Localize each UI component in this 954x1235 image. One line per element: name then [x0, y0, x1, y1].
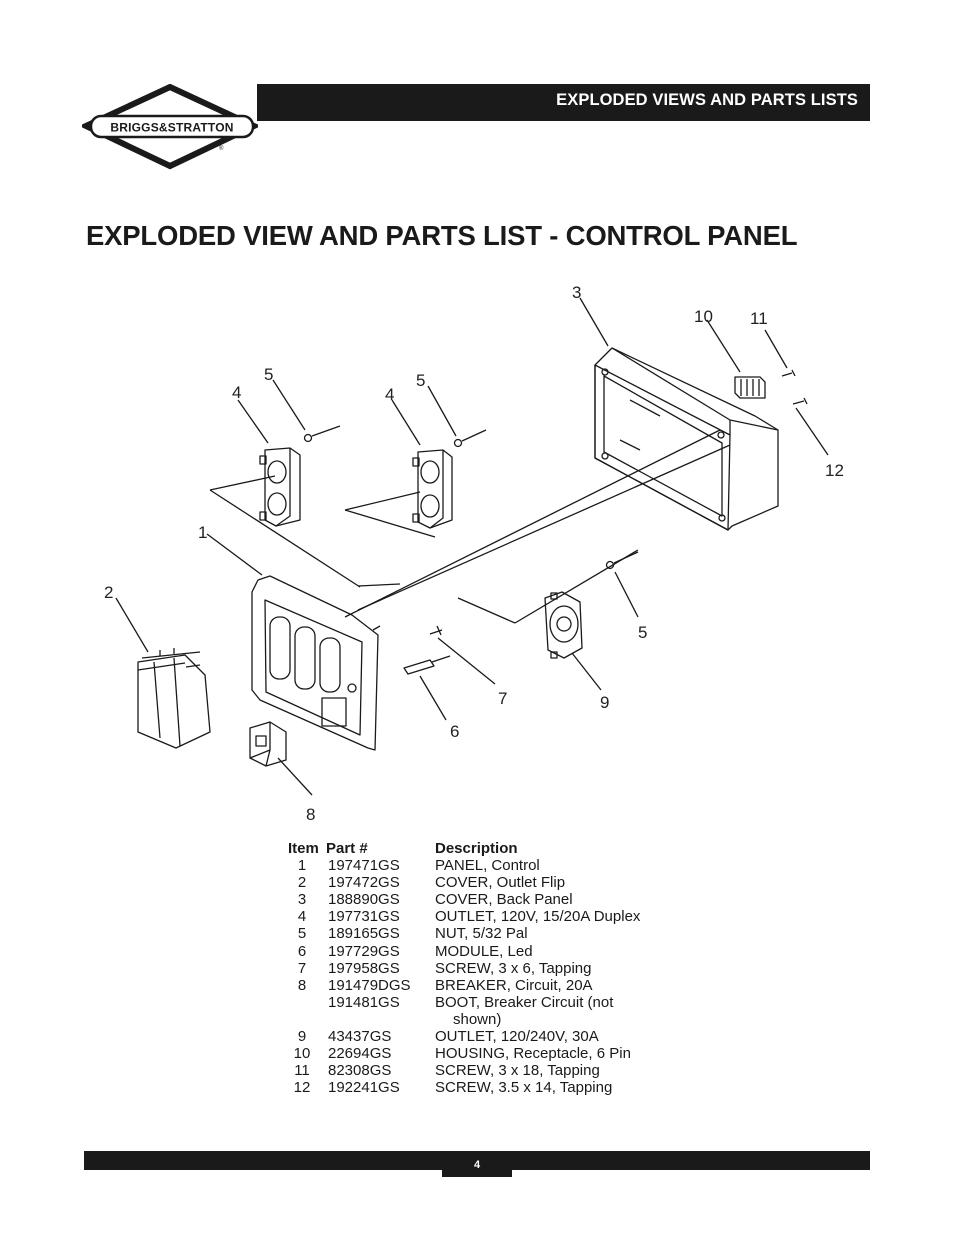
callout-7: 7	[498, 689, 507, 708]
row-item: 12	[293, 1079, 311, 1097]
table-row: 10 22694GS HOUSING, Receptacle, 6 Pin	[288, 1045, 708, 1062]
table-row: 4 197731GS OUTLET, 120V, 15/20A Duplex	[288, 908, 708, 925]
callout-12: 12	[825, 461, 844, 480]
callout-6: 6	[450, 722, 459, 741]
callout-9: 9	[600, 693, 609, 712]
callout-11: 11	[750, 309, 768, 328]
row-description: SCREW, 3 x 6, Tapping	[435, 959, 592, 977]
row-description: SCREW, 3 x 18, Tapping	[435, 1062, 600, 1080]
header-item: Item	[288, 840, 319, 857]
row-description: PANEL, Control	[435, 857, 540, 875]
table-row: 7 197958GS SCREW, 3 x 6, Tapping	[288, 960, 708, 977]
row-item: 6	[297, 942, 307, 960]
row-item: 11	[294, 1062, 310, 1080]
callout-3: 3	[572, 283, 581, 302]
row-item: 1	[297, 857, 307, 875]
table-row: 1 197471GS PANEL, Control	[288, 857, 708, 874]
row-description: BREAKER, Circuit, 20A	[435, 976, 593, 994]
callout-8: 8	[306, 805, 315, 824]
header-description: Description	[435, 840, 518, 857]
table-row: 12 192241GS SCREW, 3.5 x 14, Tapping	[288, 1079, 708, 1096]
table-row: 5 189165GS NUT, 5/32 Pal	[288, 925, 708, 942]
callout-1: 1	[198, 523, 207, 542]
section-header-bar: EXPLODED VIEWS AND PARTS LISTS	[257, 84, 870, 121]
callout-2: 2	[104, 583, 113, 602]
callout-5-lower: 5	[638, 623, 647, 642]
row-description: SCREW, 3.5 x 14, Tapping	[435, 1079, 613, 1097]
table-row: 2 197472GS COVER, Outlet Flip	[288, 874, 708, 891]
row-description: BOOT, Breaker Circuit (not shown)	[435, 994, 665, 1028]
exploded-view-diagram: 1 2 3 4 5 4 5 5 6 7 8 9 10 11 12	[104, 283, 844, 824]
registered-mark: ®	[219, 145, 224, 152]
row-part: 197471GS	[328, 857, 400, 875]
section-title: EXPLODED VIEWS AND PARTS LISTS	[556, 91, 858, 109]
row-description: NUT, 5/32 Pal	[435, 925, 528, 943]
table-row: 3 188890GS COVER, Back Panel	[288, 891, 708, 908]
row-item: 5	[297, 925, 307, 943]
parts-list-header: Item Part # Description	[288, 840, 708, 857]
parts-list: Item Part # Description 1 197471GS PANEL…	[288, 840, 708, 1096]
callout-4-right: 4	[385, 385, 394, 404]
row-item: 8	[297, 976, 307, 994]
row-item: 4	[297, 908, 307, 926]
row-part: 22694GS	[328, 1045, 392, 1063]
table-row: 8 191479DGS BREAKER, Circuit, 20A	[288, 977, 708, 994]
header-part: Part #	[326, 840, 368, 857]
row-part: 192241GS	[328, 1079, 400, 1097]
row-part: 191481GS	[328, 993, 400, 1011]
logo-wordmark: BRIGGS&STRATTON	[110, 121, 233, 135]
row-description: OUTLET, 120/240V, 30A	[435, 1028, 599, 1046]
row-part: 197731GS	[328, 908, 400, 926]
page-title: EXPLODED VIEW AND PARTS LIST - CONTROL P…	[86, 220, 798, 251]
row-item: 10	[293, 1045, 311, 1063]
callout-10: 10	[694, 307, 713, 326]
table-row: 11 82308GS SCREW, 3 x 18, Tapping	[288, 1062, 708, 1079]
row-part: 197472GS	[328, 874, 400, 892]
row-description: COVER, Outlet Flip	[435, 874, 566, 892]
briggs-stratton-logo: BRIGGS&STRATTON ®	[82, 84, 258, 170]
row-part: 82308GS	[328, 1062, 392, 1080]
row-part: 189165GS	[328, 925, 400, 943]
table-row: 191481GS BOOT, Breaker Circuit (not show…	[288, 994, 708, 1028]
row-description-line-2: shown)	[453, 1010, 502, 1028]
row-item: 9	[297, 1028, 307, 1046]
row-part: 197958GS	[328, 959, 400, 977]
page-number: 4	[442, 1151, 512, 1177]
row-description: HOUSING, Receptacle, 6 Pin	[435, 1045, 631, 1063]
row-part: 188890GS	[328, 891, 400, 909]
row-item: 2	[297, 874, 307, 892]
row-description-line-1: BOOT, Breaker Circuit (not	[435, 993, 614, 1011]
row-part: 191479DGS	[328, 976, 411, 994]
row-item: 3	[297, 891, 307, 909]
row-part: 43437GS	[328, 1028, 392, 1046]
row-description: OUTLET, 120V, 15/20A Duplex	[435, 908, 641, 926]
table-row: 9 43437GS OUTLET, 120/240V, 30A	[288, 1028, 708, 1045]
callout-4-left: 4	[232, 383, 241, 402]
table-row: 6 197729GS MODULE, Led	[288, 943, 708, 960]
callout-5-left: 5	[264, 365, 273, 384]
row-item: 7	[297, 959, 307, 977]
row-description: COVER, Back Panel	[435, 891, 573, 909]
row-part: 197729GS	[328, 942, 400, 960]
row-description: MODULE, Led	[435, 942, 533, 960]
callout-5-right: 5	[416, 371, 425, 390]
